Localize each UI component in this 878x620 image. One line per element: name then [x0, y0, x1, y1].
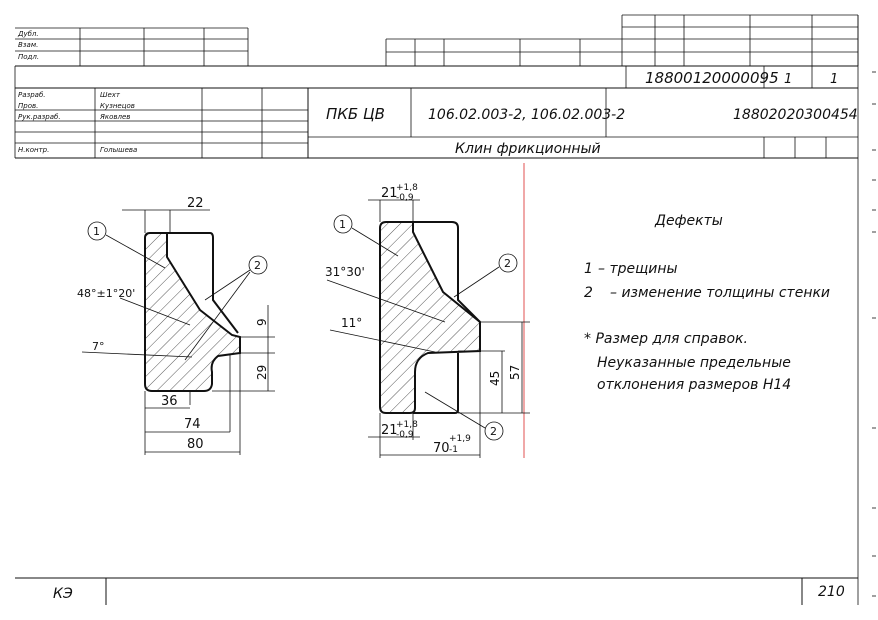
- left-dim-80: 80: [187, 437, 204, 452]
- right-callout-2a-label: 2: [504, 257, 511, 270]
- name-1: Кузнецов: [100, 102, 135, 110]
- left-dim-9: 9: [255, 318, 269, 326]
- part-name: Клин фрикционный: [455, 141, 601, 157]
- left-angle-48: 48°±1°20': [77, 287, 135, 300]
- roles-table: Разраб. Шехт Пров. Кузнецов Рук.разраб. …: [15, 88, 309, 158]
- label-vzam: Взам.: [18, 41, 38, 49]
- right-callout-2b-label: 2: [490, 425, 497, 438]
- organization: ПКБ ЦВ: [326, 105, 385, 123]
- sheet-number: 1: [784, 72, 792, 87]
- approval-table: Дубл. Взам. Подл.: [15, 27, 249, 66]
- edge-marks: [872, 71, 876, 597]
- left-dim-36: 36: [161, 394, 178, 409]
- left-view: 22 9 29 36 74 80 48°±1°20' 7° 1 2: [77, 196, 275, 455]
- right-view: 21 +1,8 -0,9 21 +1,8 -0,9 70 +1,9 -1 45 …: [325, 163, 530, 458]
- footer-page: 210: [818, 584, 845, 600]
- left-callout-2: [248, 255, 268, 275]
- right-callout-1: [333, 214, 353, 234]
- label-podl: Подл.: [18, 53, 39, 61]
- footer: КЭ 210: [15, 577, 858, 605]
- title-block: Дубл. Взам. Подл. 18800120000095 1 1 Раз…: [14, 14, 859, 605]
- right-section: [379, 221, 481, 414]
- left-angle-7: 7°: [92, 340, 105, 353]
- revision-grid: [385, 14, 859, 66]
- left-callout-2-label: 2: [254, 259, 261, 272]
- note-line-1: * Размер для справок.: [584, 331, 748, 347]
- right-dim-top-21-upper: +1,8: [396, 183, 418, 193]
- footer-left: КЭ: [53, 586, 73, 602]
- drawing-refs: 106.02.003-2, 106.02.003-2: [428, 107, 625, 123]
- left-callout-1-label: 1: [93, 225, 100, 238]
- right-angle-11: 11°: [341, 316, 362, 330]
- legend-text-2: – изменение толщины стенки: [610, 285, 830, 301]
- role-2: Рук.разраб.: [18, 113, 61, 121]
- right-dim-bot-21: 21: [381, 423, 398, 438]
- right-angle-31: 31°30': [325, 265, 365, 279]
- defects-legend: Дефекты 1 – трещины 2 – изменение толщин…: [584, 213, 830, 393]
- right-dim-top-21-lower: -0,9: [396, 193, 414, 203]
- right-dim-70-lower: -1: [449, 445, 458, 455]
- right-dim-70-upper: +1,9: [449, 434, 471, 444]
- right-callout-1-label: 1: [339, 218, 346, 231]
- left-callout-1: [87, 221, 107, 241]
- left-section: [144, 232, 241, 392]
- role-1: Пров.: [18, 102, 38, 110]
- left-dim-29: 29: [255, 365, 269, 380]
- doc-number: 18800120000095: [645, 69, 779, 87]
- note-line-3: отклонения размеров Н14: [597, 377, 791, 393]
- right-callout-2b: [484, 421, 504, 441]
- name-2: Яковлев: [99, 113, 130, 121]
- legend-title: Дефекты: [654, 213, 723, 229]
- right-dim-top-21: 21: [381, 186, 398, 201]
- right-dim-45: 45: [488, 371, 502, 386]
- name-0: Шехт: [100, 91, 121, 99]
- legend-num-1: 1: [584, 261, 593, 277]
- left-dim-22: 22: [187, 196, 204, 211]
- role-4: Н.контр.: [18, 146, 49, 154]
- right-dim-57: 57: [508, 365, 522, 380]
- note-line-2: Неуказанные предельные: [597, 355, 791, 371]
- name-4: Голышева: [100, 146, 137, 154]
- legend-num-2: 2: [584, 285, 593, 301]
- right-dim-bot-21-lower: -0,9: [396, 430, 414, 440]
- legend-text-1: – трещины: [598, 261, 678, 277]
- sheet-count: 1: [830, 72, 838, 87]
- label-dubl: Дубл.: [17, 30, 39, 38]
- right-dim-bot-21-upper: +1,8: [396, 420, 418, 430]
- left-dim-74: 74: [184, 417, 201, 432]
- part-code: 18802020300454: [733, 107, 858, 123]
- role-0: Разраб.: [18, 91, 46, 99]
- right-callout-2a: [498, 253, 518, 273]
- right-dim-70: 70: [433, 441, 450, 456]
